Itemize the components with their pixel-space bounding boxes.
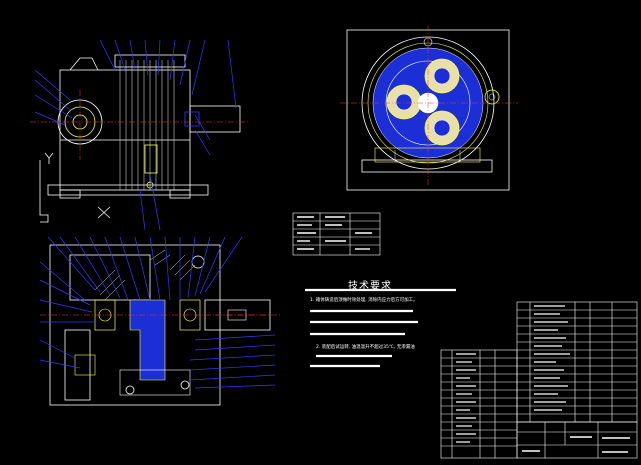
technical-requirements-title: 技术要求 [348,281,392,292]
bill-of-materials [440,301,638,459]
view-direction-marker [39,152,111,223]
requirement-2: 2. 装配后试运转, 油温温升不超过35℃, 无渗漏油 [316,345,415,350]
side-view [340,25,518,191]
title-block [516,421,638,459]
front-view-leaders [34,39,237,231]
parameter-table [292,212,381,256]
requirement-1: 1. 箱体铸造后须做时效处理, 消除内应力后方可加工。 [310,298,418,303]
requirements-underlines [305,288,456,368]
section-view-leaders [39,236,276,389]
front-view [30,54,250,199]
bom-entries [456,305,570,443]
